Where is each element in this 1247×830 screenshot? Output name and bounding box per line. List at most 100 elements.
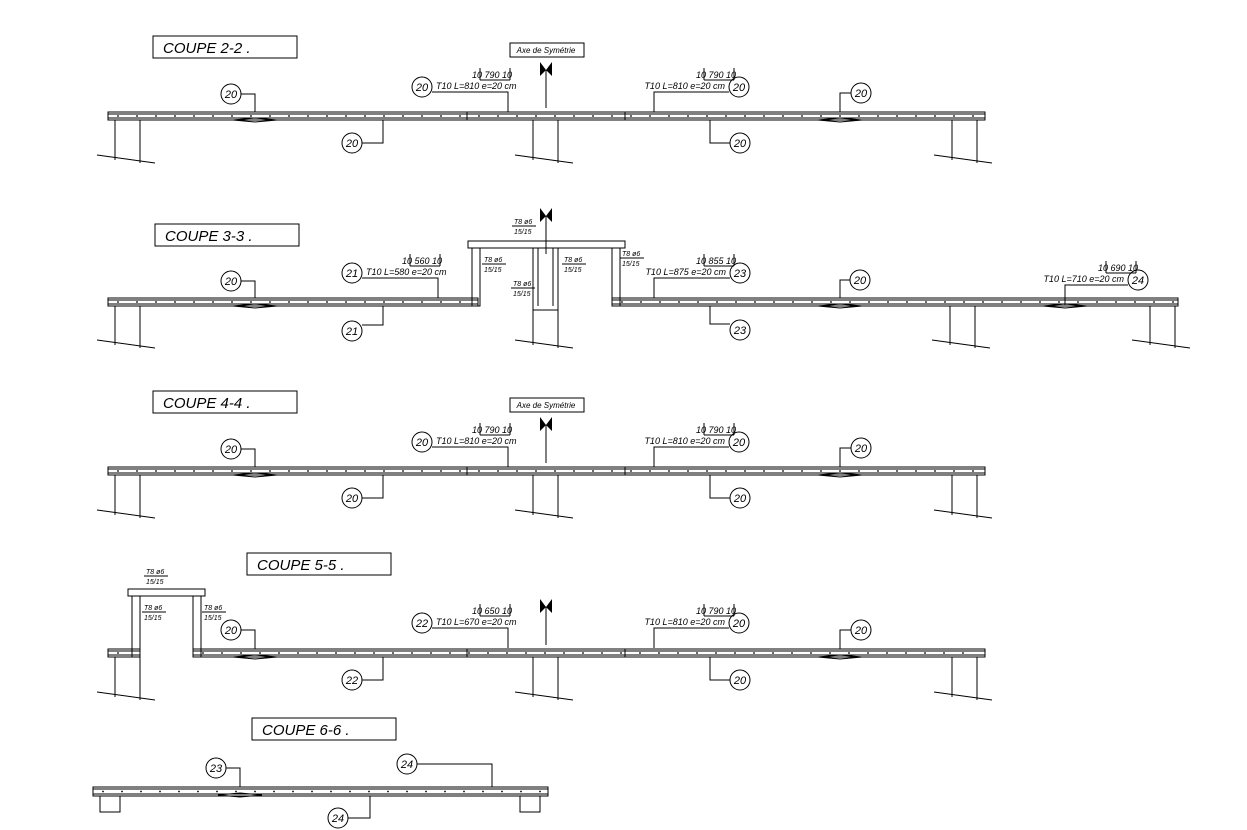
rebar-dot	[330, 790, 332, 793]
rebar-mark: 21	[341, 320, 363, 342]
mark-circle	[728, 76, 750, 98]
rebar-mark: 24	[327, 807, 349, 829]
axis-label: Axe de Symétrie	[516, 401, 576, 410]
leader-line	[241, 93, 256, 112]
stirrup-spacing: 15/15	[564, 267, 582, 274]
rebar-dot	[421, 301, 423, 303]
lap-splice	[817, 654, 863, 660]
rebar-dot	[478, 470, 480, 472]
rebar-dot	[640, 301, 642, 303]
stirrup-spec: T8 ø6	[622, 251, 640, 258]
mark-number: 24	[1131, 275, 1144, 287]
rebar-dot	[117, 115, 119, 117]
leader-line	[839, 279, 850, 298]
leader-line	[226, 767, 241, 787]
rebar-dot	[1058, 301, 1060, 303]
rebar-dot	[326, 301, 328, 303]
leader-line	[362, 475, 384, 499]
rebar-dot	[791, 652, 793, 654]
rebar-dot	[962, 652, 964, 654]
rebar-dot	[953, 470, 955, 472]
mark-circle	[411, 612, 433, 634]
leader-line	[709, 120, 730, 144]
rebar-mark: 21	[341, 262, 363, 284]
rebar-dot	[307, 470, 309, 472]
mark-number: 20	[224, 444, 238, 456]
rebar-dot	[292, 790, 294, 793]
rebar-dot	[573, 470, 575, 472]
rebar-dot	[867, 652, 869, 654]
rebar-dot	[174, 470, 176, 472]
mark-circle	[341, 262, 363, 284]
mark-number: 20	[733, 138, 747, 150]
rebar-dot	[373, 652, 375, 654]
mark-circle	[728, 612, 750, 634]
rebar-dot	[497, 470, 499, 472]
rebar-dot	[1039, 301, 1041, 303]
rebar-dot	[159, 790, 161, 793]
slab	[611, 297, 1179, 307]
section-title-box	[154, 223, 300, 247]
section-title: COUPE 6-6 .	[262, 722, 350, 739]
rebar-dot	[592, 115, 594, 117]
rebar-dot	[459, 115, 461, 117]
rebar-dot	[383, 115, 385, 117]
section-title: COUPE 5-5 .	[257, 557, 345, 574]
rebar-dot	[886, 652, 888, 654]
rebar-dot	[212, 301, 214, 303]
rebar-dot	[345, 115, 347, 117]
mark-number: 24	[400, 759, 413, 771]
lap-splice	[232, 654, 278, 660]
rebar-mark: 24	[1127, 269, 1149, 291]
rebar-dot	[554, 470, 556, 472]
rebar-dot	[734, 652, 736, 654]
rebar-dot	[839, 470, 841, 472]
leader-line	[432, 91, 509, 112]
mark-number: 20	[854, 625, 868, 637]
stirrup-spec: T8 ø6	[146, 569, 164, 576]
rebar-dot	[829, 652, 831, 654]
rebar-dot	[468, 652, 470, 654]
rebar-dot	[924, 652, 926, 654]
rebar-dot	[136, 115, 138, 117]
rebar-mark: 20	[729, 669, 751, 691]
leader-line	[653, 277, 730, 298]
rebar-dot	[697, 301, 699, 303]
rebar-dot	[117, 301, 119, 303]
rebar-dot	[620, 652, 622, 654]
rebar-mark: 20	[728, 612, 750, 634]
mark-number: 20	[224, 276, 238, 288]
rebar-dot	[696, 652, 698, 654]
rebar-dot	[735, 301, 737, 303]
rebar-dot	[649, 115, 651, 117]
rebar-dot	[934, 115, 936, 117]
leader-line	[653, 91, 729, 112]
rebar-spec: T10 L=875 e=20 cm	[645, 267, 726, 277]
rebar-dot	[349, 790, 351, 793]
rebar-dot	[155, 301, 157, 303]
rebar-dot	[1020, 301, 1022, 303]
stirrup-spec: T8 ø6	[204, 605, 222, 612]
slab	[92, 786, 549, 797]
rebar-dot	[535, 115, 537, 117]
mark-number: 20	[853, 275, 867, 287]
rebar-dot	[411, 652, 413, 654]
rebar-dot	[706, 470, 708, 472]
rebar-dot	[782, 470, 784, 472]
rebar-dot	[830, 301, 832, 303]
rebar-shape-dims: 10 790 10	[472, 425, 512, 435]
ground-line	[514, 509, 574, 519]
mark-circle	[411, 76, 433, 98]
rebar-dot	[668, 470, 670, 472]
rebar-dot	[744, 470, 746, 472]
rebar-dot	[307, 115, 309, 117]
mark-number: 20	[854, 443, 868, 455]
rebar-dot	[1001, 301, 1003, 303]
